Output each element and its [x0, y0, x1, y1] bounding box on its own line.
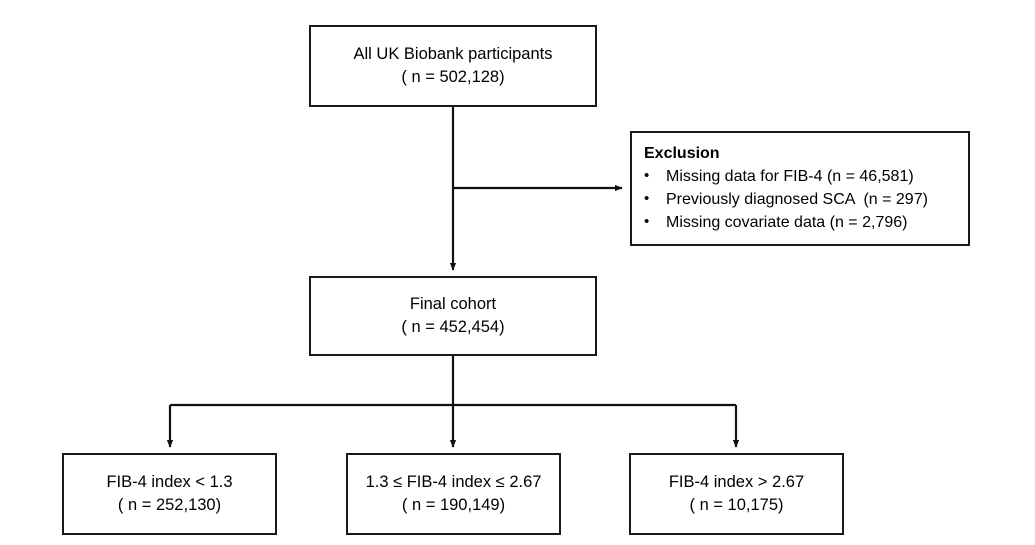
- exclusion-item-label: Missing covariate data (n = 2,796): [666, 214, 908, 232]
- node-exclusion: Exclusion • Missing data for FIB-4 (n = …: [630, 131, 970, 246]
- bullet-icon: •: [644, 190, 650, 208]
- exclusion-item: • Missing covariate data (n = 2,796): [644, 211, 928, 234]
- final-cohort-line1: Final cohort: [409, 295, 497, 314]
- fib4-intermediate-line1: 1.3 ≤ FIB-4 index ≤ 2.67: [365, 473, 542, 492]
- fib4-low-line1: FIB-4 index < 1.3: [106, 473, 233, 492]
- final-cohort-line2: ( n = 452,454): [401, 318, 505, 336]
- fib4-intermediate-line2: ( n = 190,149): [401, 496, 506, 514]
- all-participants-line1: All UK Biobank participants: [353, 45, 553, 64]
- exclusion-item-label: Missing data for FIB-4 (n = 46,581): [666, 168, 914, 186]
- fib4-high-line2: ( n = 10,175): [689, 496, 784, 514]
- all-participants-line2: ( n = 502,128): [401, 68, 505, 86]
- bullet-icon: •: [644, 167, 650, 185]
- node-final-cohort: Final cohort ( n = 452,454): [309, 276, 597, 356]
- fib4-high-line1: FIB-4 index > 2.67: [668, 473, 805, 492]
- node-fib4-intermediate: 1.3 ≤ FIB-4 index ≤ 2.67 ( n = 190,149): [346, 453, 561, 535]
- exclusion-title: Exclusion: [644, 144, 720, 162]
- exclusion-item: • Previously diagnosed SCA (n = 297): [644, 188, 928, 211]
- node-all-participants: All UK Biobank participants ( n = 502,12…: [309, 25, 597, 107]
- node-fib4-low: FIB-4 index < 1.3 ( n = 252,130): [62, 453, 277, 535]
- exclusion-item: • Missing data for FIB-4 (n = 46,581): [644, 165, 928, 188]
- bullet-icon: •: [644, 213, 650, 231]
- fib4-low-line2: ( n = 252,130): [117, 496, 222, 514]
- exclusion-list: • Missing data for FIB-4 (n = 46,581) • …: [644, 165, 928, 234]
- exclusion-item-label: Previously diagnosed SCA (n = 297): [666, 191, 928, 209]
- node-fib4-high: FIB-4 index > 2.67 ( n = 10,175): [629, 453, 844, 535]
